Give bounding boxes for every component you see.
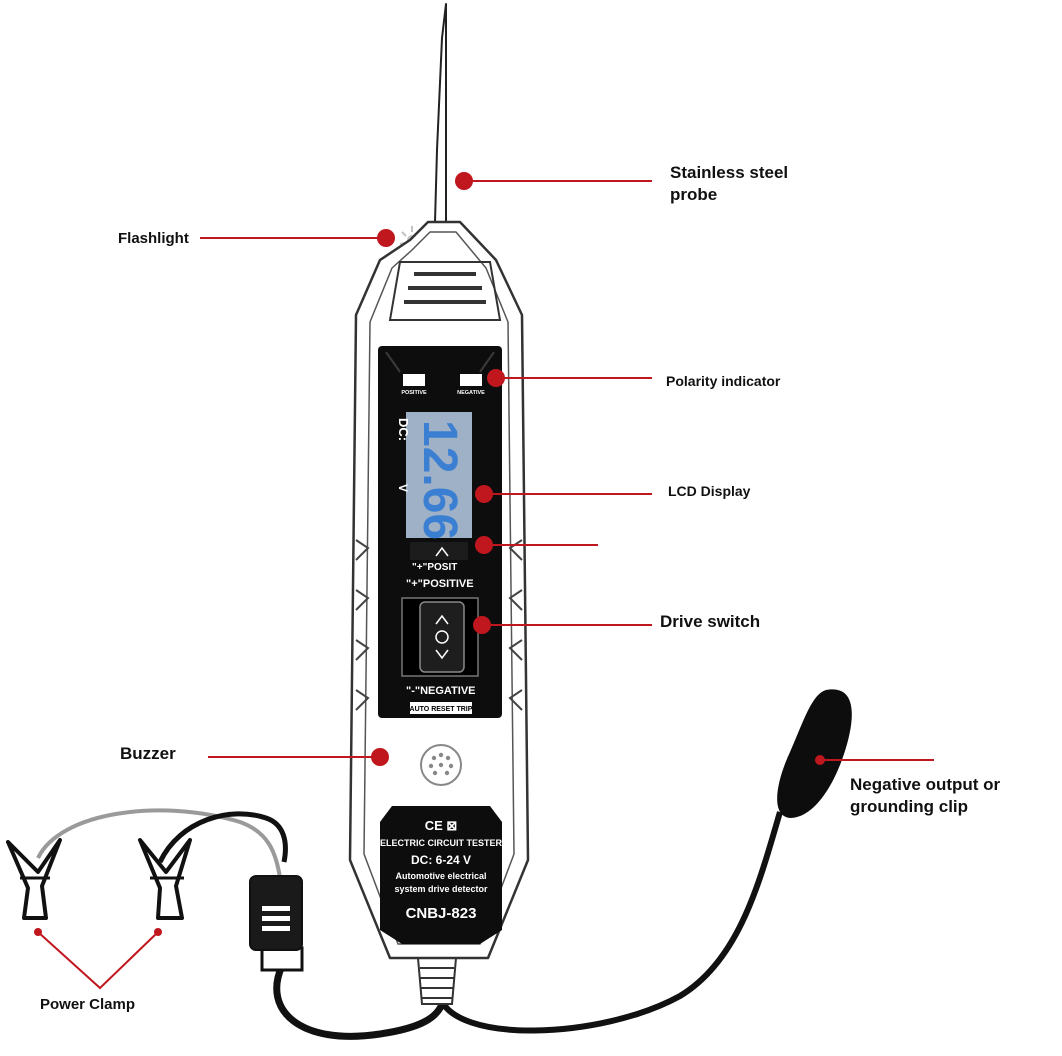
down-arrow-icon [435,649,449,660]
lcd-display: DC: V 12.66 [396,412,472,540]
plate-title: ELECTRIC CIRCUIT TESTER [380,838,503,848]
indicator-negative-label: NEGATIVE [457,390,485,396]
unit-label: V [396,484,410,492]
mode-labels: "+"POSIT "+"POSITIVE [406,542,474,590]
power-clamp-cables [36,808,448,1040]
callout-drive-switch: Drive switch [660,612,760,631]
posit-label: "+"POSIT [412,562,457,573]
positive-label: "+"POSITIVE [406,578,474,590]
polarity-indicator: POSITIVE NEGATIVE [401,374,485,396]
callout-lcd-display: LCD Display [668,483,751,499]
bottom-panel-labels: "-"NEGATIVE AUTO RESET TRIP [406,685,476,714]
plate-line-1: Automotive electrical [395,871,486,881]
auto-reset-label: AUTO RESET TRIP [410,706,473,713]
name-plate: CE ⊠ ELECTRIC CIRCUIT TESTER DC: 6-24 V … [380,806,503,944]
up-arrow-icon [435,614,449,625]
callout-dots [34,172,825,936]
power-clamp-negative [138,838,192,920]
callout-leaders [37,180,934,990]
drive-switch [401,597,479,677]
power-clamp-positive [6,838,62,920]
callout-probe: Stainless steel probe [670,163,793,204]
negative-label: "-"NEGATIVE [406,685,476,697]
power-plug [249,875,304,972]
buzzer-grille [420,744,462,786]
center-circle-icon [435,630,449,644]
stainless-steel-probe [434,3,447,223]
plate-line-2: system drive detector [394,884,488,894]
indicator-positive-label: POSITIVE [401,390,427,396]
callout-buzzer: Buzzer [120,744,176,763]
model-number: CNBJ-823 [406,905,477,922]
certification-marks: CE ⊠ [425,818,458,833]
dc-label: DC: [396,418,411,441]
negative-grounding-clip [777,689,852,818]
callout-polarity-indicator: Polarity indicator [666,373,781,389]
cable-strain-relief [416,957,458,1005]
callout-flashlight: Flashlight [118,230,189,247]
plate-voltage: DC: 6-24 V [411,853,471,867]
callout-negative-clip: Negative output or grounding clip [850,775,1005,816]
lcd-reading: 12.66 [413,420,466,540]
callout-power-clamp: Power Clamp [40,996,135,1013]
negative-lead-cable [437,811,783,1034]
